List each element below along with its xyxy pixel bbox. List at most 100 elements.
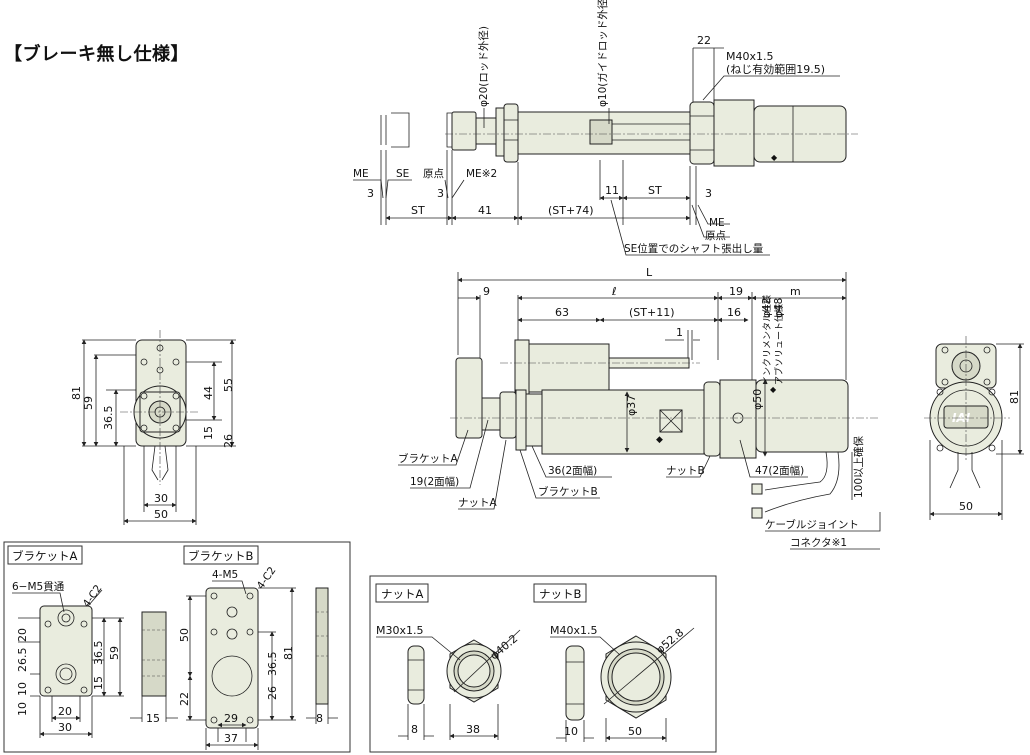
rear-view: IAI 81 50 [924, 336, 1024, 520]
front-dim-59: 59 [82, 396, 95, 410]
label-width-47: 47(2面幅) [755, 464, 804, 477]
label-nut-a: ナットA [458, 497, 497, 509]
nut-a-title: ナットA [381, 587, 423, 601]
front-dim-15: 15 [202, 426, 215, 440]
front-dim-50: 50 [154, 508, 168, 521]
page-title: 【ブレーキ無し仕様】 [4, 44, 189, 65]
bracket-b-dim-22: 22 [178, 692, 191, 706]
label-width-19: 19(2面幅) [410, 475, 459, 488]
bracket-a-dim-10b: 10 [16, 702, 29, 716]
front-view: 81 59 36.5 44 55 15 26 30 50 [70, 330, 236, 525]
thread-note: (ねじ有効範囲19.5) [726, 62, 825, 76]
nut-b-thread: M40x1.5 [550, 624, 598, 637]
shaft-note: SE位置でのシャフト張出し量 [624, 242, 764, 255]
front-dim-81: 81 [70, 386, 83, 400]
dim-st11: (ST+11) [629, 306, 675, 319]
bracket-a-dim-15: 15 [92, 676, 105, 690]
rear-dim-81: 81 [1008, 390, 1021, 404]
bracket-a-dim-10a: 10 [16, 682, 29, 696]
dim-16: 16 [727, 306, 741, 319]
guide-rod-od-label: φ10(ガイドロッド外径) [596, 0, 609, 107]
bracket-b-dim-26: 26 [266, 686, 279, 700]
label-width-36: 36(2面幅) [548, 464, 597, 477]
dim-st: ST [411, 204, 425, 217]
front-dim-30: 30 [154, 492, 168, 505]
dim-11: 11 [605, 184, 619, 197]
bracket-a-chamfer: 4-C2 [81, 583, 105, 610]
bracket-b-dim-36-5: 36.5 [266, 652, 279, 677]
bracket-b-title: ブラケットB [188, 549, 253, 563]
dim-phi50: φ50 [751, 389, 764, 410]
dim-3b: 3 [437, 187, 444, 200]
svg-text:◆: ◆ [656, 435, 663, 445]
svg-text:◆: ◆ [770, 385, 777, 394]
se-left-label: SE [396, 168, 409, 180]
label-bracket-a: ブラケットA [398, 452, 458, 465]
nut-b-dim-10: 10 [564, 725, 578, 738]
cable-note: 100以上確保 [852, 435, 865, 498]
dim-3a: 3 [367, 187, 374, 200]
dim-9: 9 [483, 285, 490, 298]
bracket-b-dim-8: 8 [316, 712, 323, 725]
nut-b-title: ナットB [539, 587, 581, 601]
rod-od-label: φ20(ロッド外径) [477, 26, 490, 107]
dim-m: m [790, 285, 801, 298]
me-note-label: ME※2 [466, 168, 497, 180]
bracket-b-dim-37: 37 [224, 732, 238, 745]
dim-phi37: φ37 [625, 395, 638, 416]
dim-3c: 3 [705, 187, 712, 200]
thread-label: M40x1.5 [726, 50, 774, 63]
front-dim-36-5: 36.5 [102, 406, 115, 431]
rear-dim-50: 50 [959, 500, 973, 513]
nut-a-thread: M30x1.5 [376, 624, 424, 637]
dim-st74: (ST+74) [548, 204, 594, 217]
nut-a-dia: φ40.2 [488, 632, 521, 662]
nut-a-dim-8: 8 [411, 723, 418, 736]
origin-left-label: 原点 [423, 168, 444, 180]
bracket-a-dim-15w: 15 [146, 712, 160, 725]
nut-box: ナットA ナットB 8 38 M30x1.5 φ40.2 10 50 [369, 575, 717, 753]
front-dim-44: 44 [202, 386, 215, 400]
bracket-a-title: ブラケットA [12, 549, 77, 563]
bracket-b-dim-81: 81 [282, 646, 295, 660]
origin-right-label: 原点 [705, 230, 726, 242]
bracket-b-dim-29: 29 [224, 712, 238, 725]
nut-b-dia: φ52.8 [654, 626, 687, 656]
bracket-a-dim-20: 20 [16, 628, 29, 642]
label-bracket-b: ブラケットB [538, 485, 598, 498]
top-view: ◆ φ20(ロッド外径) φ10(ガイドロッド外径) 22 M40x1.5 (ね… [353, 0, 858, 256]
dim-41: 41 [478, 204, 492, 217]
phi48-note: φ48 [773, 298, 785, 318]
label-nut-b: ナットB [666, 465, 705, 477]
bracket-a-dim-30: 30 [58, 721, 72, 734]
front-dim-55: 55 [222, 378, 235, 392]
dim-22: 22 [697, 34, 711, 47]
dim-63: 63 [555, 306, 569, 319]
bracket-a-dim-59: 59 [108, 646, 121, 660]
absolute-note: アブソリュート仕様 [773, 304, 785, 385]
dim-l: ℓ [611, 285, 617, 298]
bracket-b-dim-50: 50 [178, 628, 191, 642]
label-connector: コネクタ※1 [790, 537, 847, 549]
label-cable-joint: ケーブルジョイント [765, 518, 859, 531]
svg-text:◆: ◆ [771, 153, 778, 162]
phi42-note: φ42 [761, 298, 773, 318]
front-dim-26: 26 [222, 434, 235, 448]
dim-1: 1 [676, 326, 683, 339]
bracket-a-dim-20w: 20 [58, 705, 72, 718]
nut-b-dim-50: 50 [628, 725, 642, 738]
dim-st2: ST [648, 184, 662, 197]
nut-a-dim-38: 38 [466, 723, 480, 736]
dim-L: L [646, 266, 653, 279]
bracket-a-dim-36-5: 36.5 [92, 641, 105, 666]
bracket-b-holes: 4-M5 [212, 569, 238, 581]
bracket-a-holes: 6−M5貫通 [12, 581, 65, 593]
me-left-label: ME [353, 168, 369, 180]
incremental-note: インクリメンタル仕様 [761, 295, 773, 385]
bracket-box: ブラケットA ブラケットB 6−M5貫通 4-C2 20 26.5 10 36.… [3, 541, 351, 753]
side-view: L 9 ℓ 19 m 63 (ST+11) 16 1 ◆ [398, 266, 881, 550]
bracket-a-dim-26-5: 26.5 [16, 648, 29, 673]
me-right-label: ME [709, 217, 725, 229]
dim-19: 19 [729, 285, 743, 298]
